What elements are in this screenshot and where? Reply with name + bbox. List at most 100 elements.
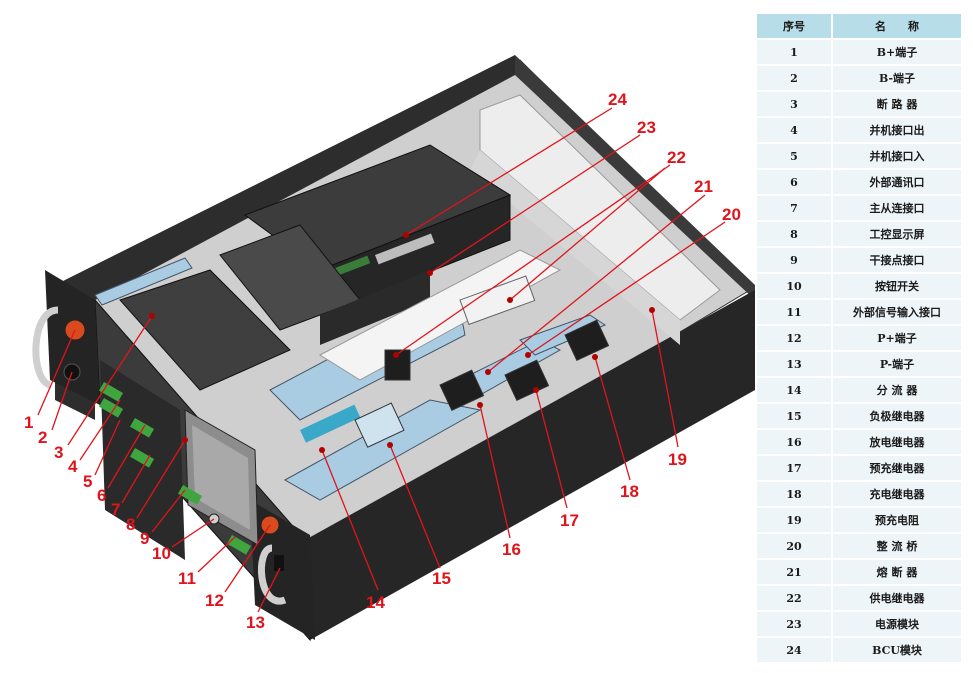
chassis-left-wall [55, 55, 515, 420]
row-index: 5 [757, 144, 833, 168]
power-module-front [320, 270, 430, 345]
header-index: 序号 [757, 14, 833, 38]
row-name: 并机接口出 [833, 118, 961, 142]
bcu-display-slot [330, 255, 371, 278]
row-index: 19 [757, 508, 833, 532]
row-index: 2 [757, 66, 833, 90]
row-name: 供电继电器 [833, 586, 961, 610]
row-index: 3 [757, 92, 833, 116]
row-name: 外部通讯口 [833, 170, 961, 194]
negative-relay [354, 402, 405, 448]
row-name: 放电继电器 [833, 430, 961, 454]
callout-22: 22 [667, 148, 686, 167]
row-name: P+端子 [833, 326, 961, 350]
busbar-left [94, 257, 193, 306]
row-index: 11 [757, 300, 833, 324]
row-name: 主从连接口 [833, 196, 961, 220]
battery-control-box-diagram: 1 2 3 4 5 6 7 8 9 10 11 12 13 14 15 16 1… [24, 55, 755, 642]
bcu-slot [375, 233, 435, 265]
row-name: 工控显示屏 [833, 222, 961, 246]
callout-14: 14 [366, 593, 385, 612]
port-6 [130, 417, 155, 438]
row-index: 17 [757, 456, 833, 480]
row-name: 充电继电器 [833, 482, 961, 506]
row-index: 12 [757, 326, 833, 350]
leader-lines [37, 107, 726, 613]
row-index: 8 [757, 222, 833, 246]
callout-10: 10 [152, 544, 171, 563]
chassis-right-side [305, 290, 755, 640]
callout-17: 17 [560, 511, 579, 530]
precharge-resistor-face [470, 150, 680, 345]
callout-11: 11 [178, 569, 196, 588]
callout-8: 8 [126, 515, 135, 534]
row-name: 电源模块 [833, 612, 961, 636]
row-name: 熔 断 器 [833, 560, 961, 584]
callout-20: 20 [722, 205, 741, 224]
callout-13: 13 [246, 613, 265, 632]
display-screen-inner [192, 425, 250, 530]
leader-dots [149, 232, 655, 453]
charge-relay [564, 319, 610, 362]
row-index: 22 [757, 586, 833, 610]
row-index: 14 [757, 378, 833, 402]
port-4 [99, 381, 124, 402]
left-handle [32, 306, 59, 389]
row-index: 7 [757, 196, 833, 220]
port-7 [130, 447, 155, 468]
callout-19: 19 [668, 450, 687, 469]
row-index: 15 [757, 404, 833, 428]
shunt [299, 404, 361, 443]
port-11 [227, 535, 252, 555]
row-name: BCU模块 [833, 638, 961, 662]
callout-16: 16 [502, 540, 521, 559]
row-index: 10 [757, 274, 833, 298]
row-name: B-端子 [833, 66, 961, 90]
p-minus-terminal [274, 555, 284, 571]
port-5 [99, 398, 124, 418]
row-index: 23 [757, 612, 833, 636]
row-index: 13 [757, 352, 833, 376]
callout-12: 12 [205, 591, 224, 610]
chassis-right-wall [515, 55, 755, 300]
row-name: 外部信号输入接口 [833, 300, 961, 324]
row-index: 16 [757, 430, 833, 454]
precharge-resistor [479, 94, 721, 321]
row-index: 9 [757, 248, 833, 272]
row-index: 1 [757, 40, 833, 64]
row-index: 20 [757, 534, 833, 558]
row-name: 断 路 器 [833, 92, 961, 116]
callout-2: 2 [38, 428, 47, 447]
row-index: 4 [757, 118, 833, 142]
header-name: 名 称 [833, 14, 961, 38]
right-handle [258, 544, 287, 605]
row-name: 预充继电器 [833, 456, 961, 480]
row-name: B+端子 [833, 40, 961, 64]
callout-5: 5 [83, 472, 92, 491]
row-name: 负极继电器 [833, 404, 961, 428]
callout-15: 15 [432, 569, 451, 588]
callout-6: 6 [97, 486, 106, 505]
row-name: P-端子 [833, 352, 961, 376]
callout-24: 24 [608, 90, 627, 109]
callout-18: 18 [620, 482, 639, 501]
row-name: 并机接口入 [833, 144, 961, 168]
